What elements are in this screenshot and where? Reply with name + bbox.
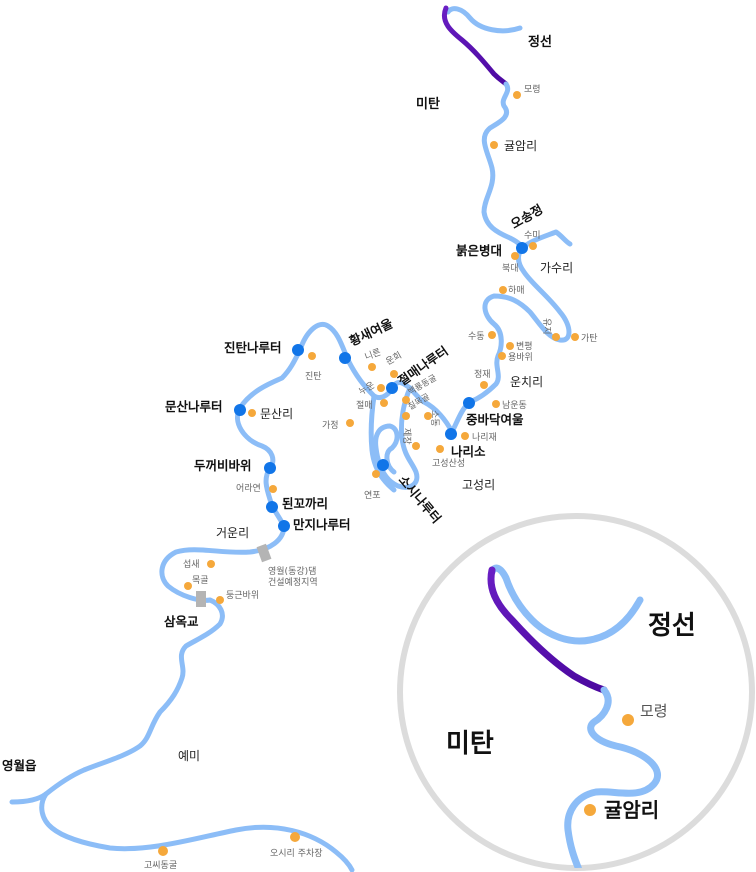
village-label: 용바위: [508, 352, 533, 363]
village-label: 수동: [468, 331, 485, 342]
dock-label-manji: 만지나루터: [293, 517, 351, 532]
dock-label-osongjeong: 오송정: [508, 201, 545, 231]
inset-label-moryeong: 모령: [640, 702, 668, 720]
place-labels: 정선 미탄 귤암리 가수리 운치리 문산리 고성리 거운리 삼옥교 영월읍 예미: [2, 34, 573, 773]
dock-label-hwangsae: 황새여울: [347, 315, 395, 348]
dam-marker: [256, 543, 272, 563]
village-label: 니른: [363, 347, 382, 363]
village-label: 남운동: [502, 400, 527, 411]
village-label: 절매: [356, 399, 373, 411]
place-label-goseong: 고성리: [462, 478, 495, 492]
place-label-mitan: 미탄: [416, 96, 440, 112]
dock-label-jungbadak: 중바닥여울: [466, 412, 524, 427]
dock-label-jintan: 진탄나루터: [224, 340, 282, 355]
place-label-yeongwol: 영월읍: [2, 758, 37, 773]
village-label: 목골: [192, 575, 209, 586]
inset-label-jeongseon: 정선: [648, 611, 696, 641]
dam-label-line1: 영월(동강)댐: [268, 565, 316, 577]
village-label: 고성산성: [432, 458, 465, 469]
place-label-gyuram: 귤암리: [504, 139, 537, 153]
dock-label-bulgeunbyeongdae: 붉은병대: [456, 243, 502, 258]
place-label-gasu: 가수리: [540, 261, 573, 275]
village-label: 가탄: [581, 333, 598, 344]
place-label-unchi: 운치리: [510, 375, 543, 389]
place-label-samokgyo: 삼옥교: [164, 614, 199, 629]
dock-label-doenkkokkari: 된꼬까리: [282, 496, 328, 511]
dock-markers: [234, 242, 528, 532]
village-label: 북대: [502, 263, 519, 274]
village-label: 섭새: [183, 559, 200, 570]
village-label: 운회: [384, 350, 404, 368]
dam-label-line2: 건설예정지역: [268, 577, 318, 588]
place-label-yemi: 예미: [178, 749, 200, 763]
place-label-jeongseon: 정선: [528, 34, 552, 50]
village-label: 유지: [541, 318, 552, 335]
village-label: 진탄: [305, 371, 322, 382]
village-label: 수미: [524, 230, 541, 241]
village-label: 변평: [516, 341, 533, 352]
village-label: 나리재: [472, 432, 497, 443]
inset-label-gyuram: 귤암리: [604, 798, 659, 822]
dock-label-munsan: 문산나루터: [165, 399, 223, 414]
dock-label-dukkeobi: 두꺼비바위: [194, 458, 252, 473]
place-label-munsan: 문산리: [260, 407, 293, 421]
village-label: 어라연: [236, 483, 261, 494]
dock-label-nariso: 나리소: [451, 444, 486, 459]
village-label: 소동: [429, 410, 440, 427]
inset-label-mitan: 미탄: [446, 729, 494, 759]
village-label: 정재: [474, 369, 491, 380]
village-label: 고씨동굴: [144, 860, 177, 871]
village-markers: [158, 91, 579, 856]
village-label: 가정: [322, 420, 339, 431]
dock-label-sosi: 소시나루터: [396, 472, 444, 526]
village-label: 하매: [508, 285, 525, 296]
village-label: 제장: [401, 428, 412, 445]
village-label: 모령: [524, 83, 541, 95]
dam-marker-2: [196, 591, 206, 607]
inset-magnifier: 정선 미탄 모령 귤암리: [397, 513, 755, 871]
village-label: 오시리 주차장: [270, 847, 323, 859]
village-label: 둥근바위: [226, 590, 259, 601]
village-label: 연포: [364, 490, 381, 501]
place-label-geoun: 거운리: [216, 526, 249, 540]
river-main: [9, 5, 573, 872]
